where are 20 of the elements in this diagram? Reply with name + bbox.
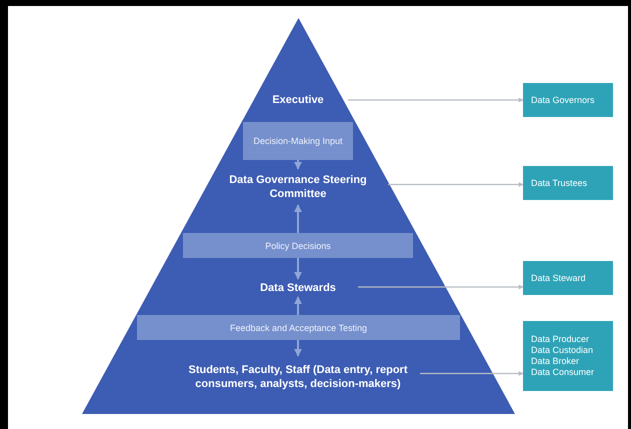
role-box: Data Trustees (523, 166, 613, 200)
tier-label: Data Stewards (238, 279, 358, 297)
process-band: Feedback and Acceptance Testing (137, 315, 460, 340)
tier-label: Executive (248, 91, 348, 109)
tier-label: Students, Faculty, Staff (Data entry, report consumers, analysts, decision-makers) (176, 356, 420, 398)
arrow (388, 182, 524, 187)
role-box: Data Governors (523, 83, 613, 117)
arrow (348, 98, 524, 102)
role-box: Data Steward (523, 261, 613, 295)
process-band: Decision-Making Input (243, 122, 353, 160)
arrow (294, 340, 302, 357)
arrow (294, 258, 302, 280)
arrow (358, 284, 524, 290)
tier-label: Data Governance Steering Committee (208, 169, 388, 205)
arrow (294, 204, 302, 233)
arrow (420, 371, 524, 376)
arrow (294, 296, 302, 315)
process-band: Policy Decisions (183, 233, 413, 258)
role-box: Data Producer Data Custodian Data Broker Data Consumer (523, 321, 613, 391)
arrow (294, 160, 302, 170)
